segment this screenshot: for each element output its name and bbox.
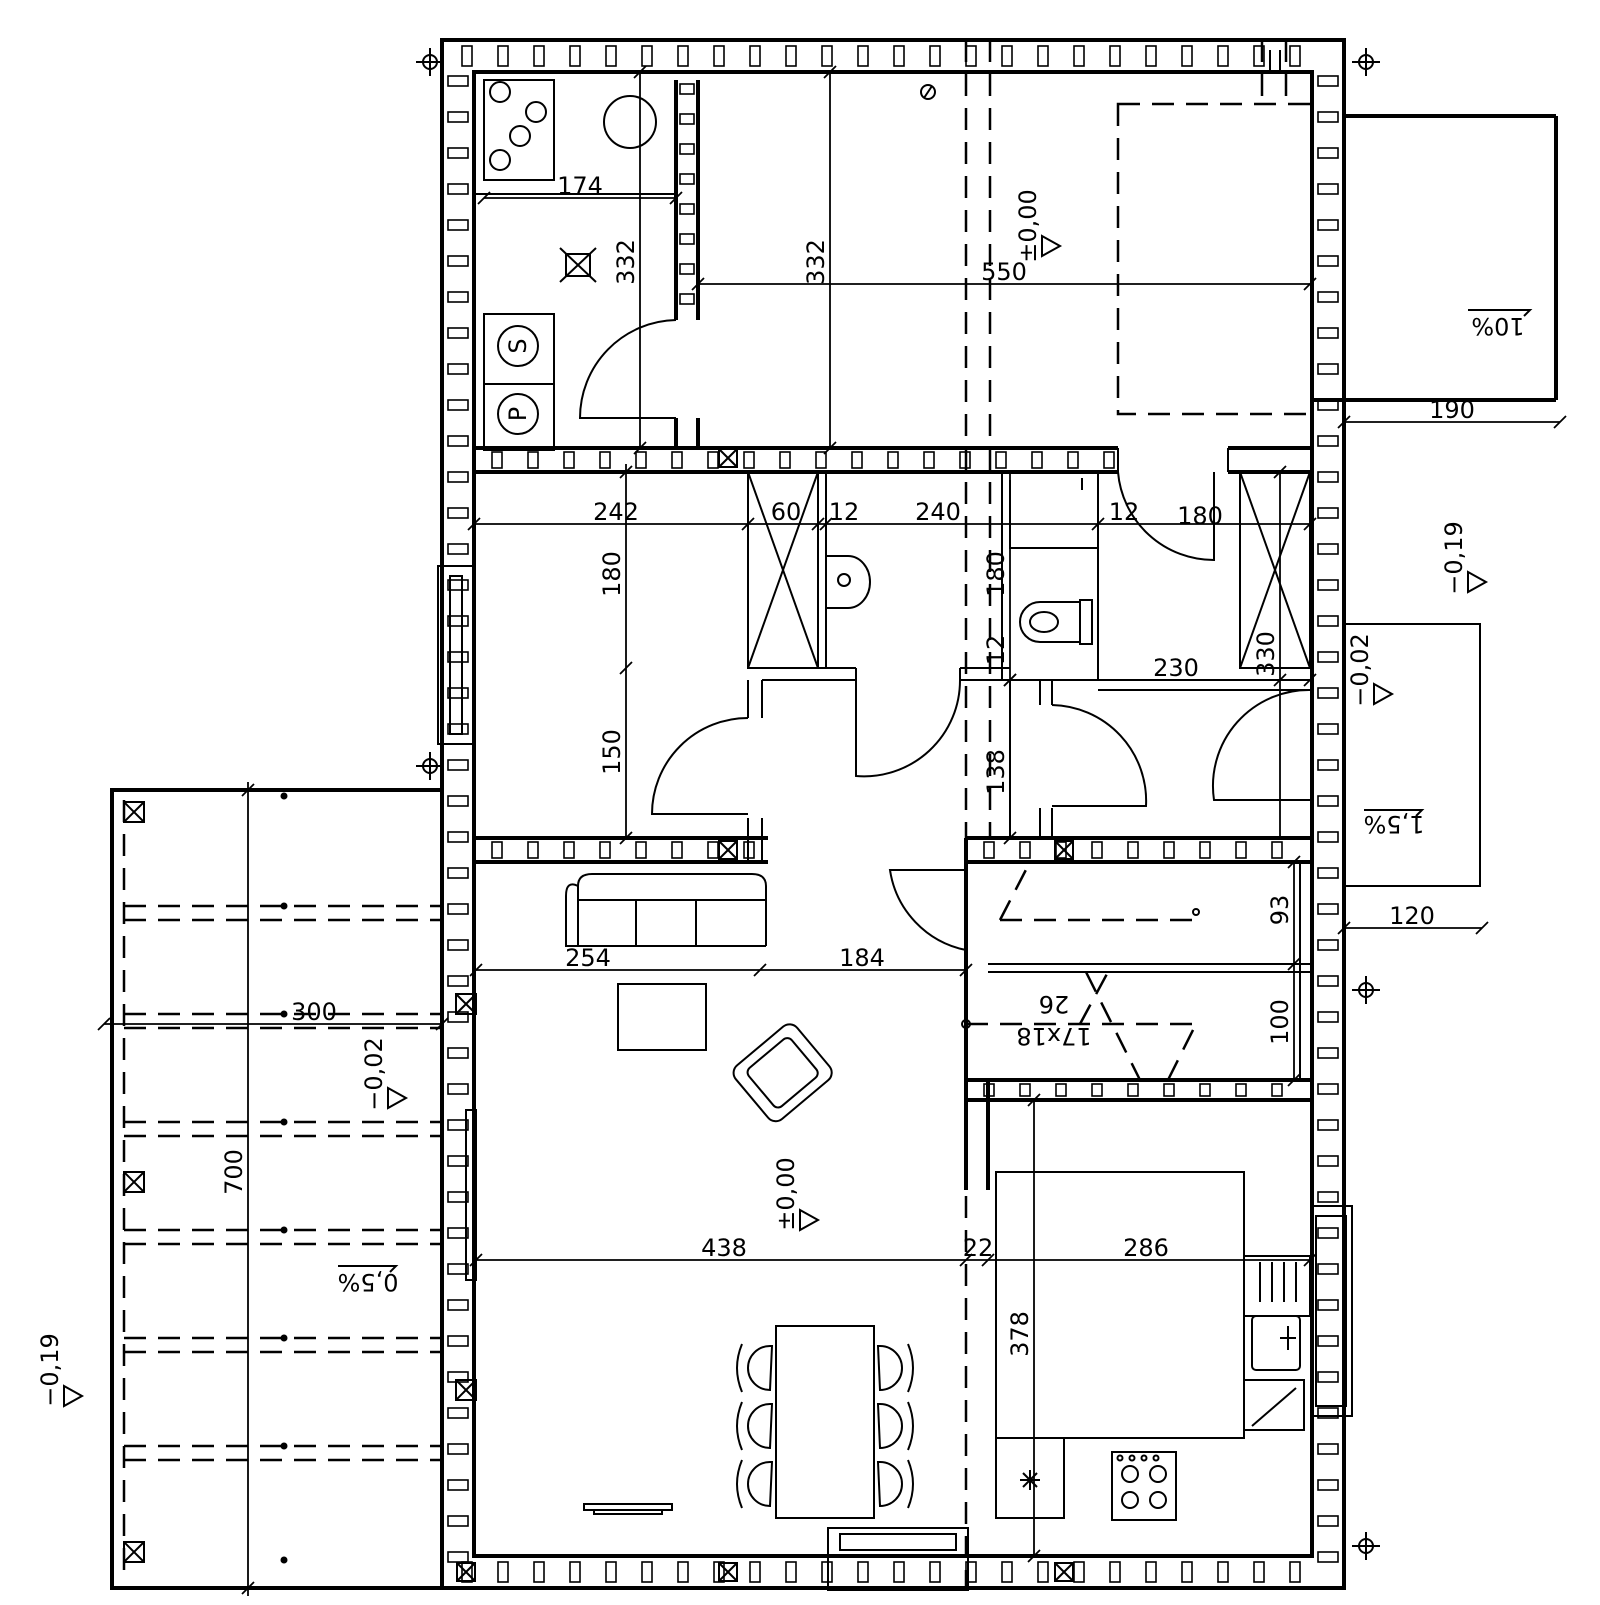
dim-330: 330	[1252, 631, 1280, 677]
kitchen	[995, 1171, 1311, 1521]
washer-icon	[497, 325, 539, 367]
dryer-label: P	[504, 407, 532, 421]
dim-286: 286	[1123, 1234, 1169, 1262]
exterior-walls	[440, 38, 1346, 1590]
toilet-icon	[1019, 601, 1081, 643]
dim-190: 190	[1429, 396, 1475, 424]
dim-100: 100	[1266, 999, 1294, 1045]
terrace	[110, 448, 1074, 1590]
armchair-icon	[732, 1023, 833, 1123]
garage	[920, 84, 1558, 416]
dim-150: 150	[598, 729, 626, 775]
washer-label: S	[504, 338, 532, 353]
dimension-lines	[104, 72, 1560, 1596]
level-ext-right: −0,19	[1440, 521, 1468, 595]
dim-184: 184	[839, 944, 885, 972]
floor-drain-icon	[920, 84, 936, 100]
dim-60: 60	[771, 498, 802, 526]
dim-332-utility: 332	[612, 239, 640, 285]
level-marks: ±0,00 ±0,00 −0,19 −0,02 −0,02 −0,19	[36, 189, 1489, 1408]
level-entry: −0,02	[1346, 633, 1374, 707]
dim-180-room: 180	[598, 551, 626, 597]
dim-180-wc: 180	[982, 551, 1010, 597]
doors	[650, 471, 1313, 952]
dim-438: 438	[701, 1234, 747, 1262]
grid-markers	[416, 48, 1380, 1560]
dim-230: 230	[1153, 654, 1199, 682]
dim-300: 300	[291, 998, 337, 1026]
slope-terrace: 0,5%	[338, 1268, 399, 1296]
washbasin-icon	[825, 555, 871, 609]
dim-332-garage: 332	[802, 239, 830, 285]
dimension-ticks	[97, 65, 1567, 1595]
dim-12-c: 12	[982, 635, 1010, 666]
level-terrace: −0,02	[360, 1037, 388, 1111]
dim-254: 254	[565, 944, 611, 972]
level-ext-left: −0,19	[36, 1333, 64, 1407]
dining-area	[583, 1325, 969, 1591]
dim-12-a: 12	[829, 498, 860, 526]
dining-table	[775, 1325, 875, 1519]
terrace-posts	[123, 448, 1074, 1582]
level-living: ±0,00	[772, 1157, 800, 1231]
living-room-furniture	[465, 873, 833, 1281]
stairs: 26 17x18	[961, 861, 1312, 1081]
boiler-icon	[603, 95, 657, 149]
dim-180-hall: 180	[1177, 502, 1223, 530]
level-garage: ±0,00	[1014, 189, 1042, 263]
dimension-labels: 174 332 332 550 190 242 60 12 240 12 180…	[220, 172, 1475, 1357]
utility-room: S P	[474, 79, 677, 451]
dim-138: 138	[982, 749, 1010, 795]
fridge-icon	[1020, 1470, 1040, 1490]
slope-marks: 10% 1,5% 0,5%	[338, 309, 1533, 1296]
dim-700: 700	[220, 1149, 248, 1195]
dim-120: 120	[1389, 902, 1435, 930]
dim-550: 550	[981, 258, 1027, 286]
slope-driveway: 10%	[1471, 312, 1524, 340]
stair-step-count: 26	[1039, 990, 1070, 1018]
windows	[437, 50, 1353, 1417]
entry-porch	[1344, 623, 1481, 887]
dryer-icon	[497, 393, 539, 435]
dim-240: 240	[915, 498, 961, 526]
bathroom-fixtures	[825, 478, 1098, 645]
floor-grate-icon	[559, 247, 597, 283]
stair-step-size: 17x18	[1016, 1022, 1091, 1050]
slope-entry: 1,5%	[1364, 810, 1425, 838]
wall-blocks	[447, 45, 1339, 1583]
dim-378: 378	[1006, 1311, 1034, 1357]
dim-22: 22	[963, 1234, 994, 1262]
dim-93: 93	[1266, 895, 1294, 926]
patio-door	[827, 1527, 969, 1591]
dim-242: 242	[593, 498, 639, 526]
dim-12-b: 12	[1109, 498, 1140, 526]
dim-174: 174	[557, 172, 603, 200]
cooktop-icon	[1111, 1451, 1177, 1521]
sofa-icon	[577, 873, 767, 946]
sink-icon	[1251, 1315, 1301, 1371]
coffee-table	[617, 983, 707, 1051]
